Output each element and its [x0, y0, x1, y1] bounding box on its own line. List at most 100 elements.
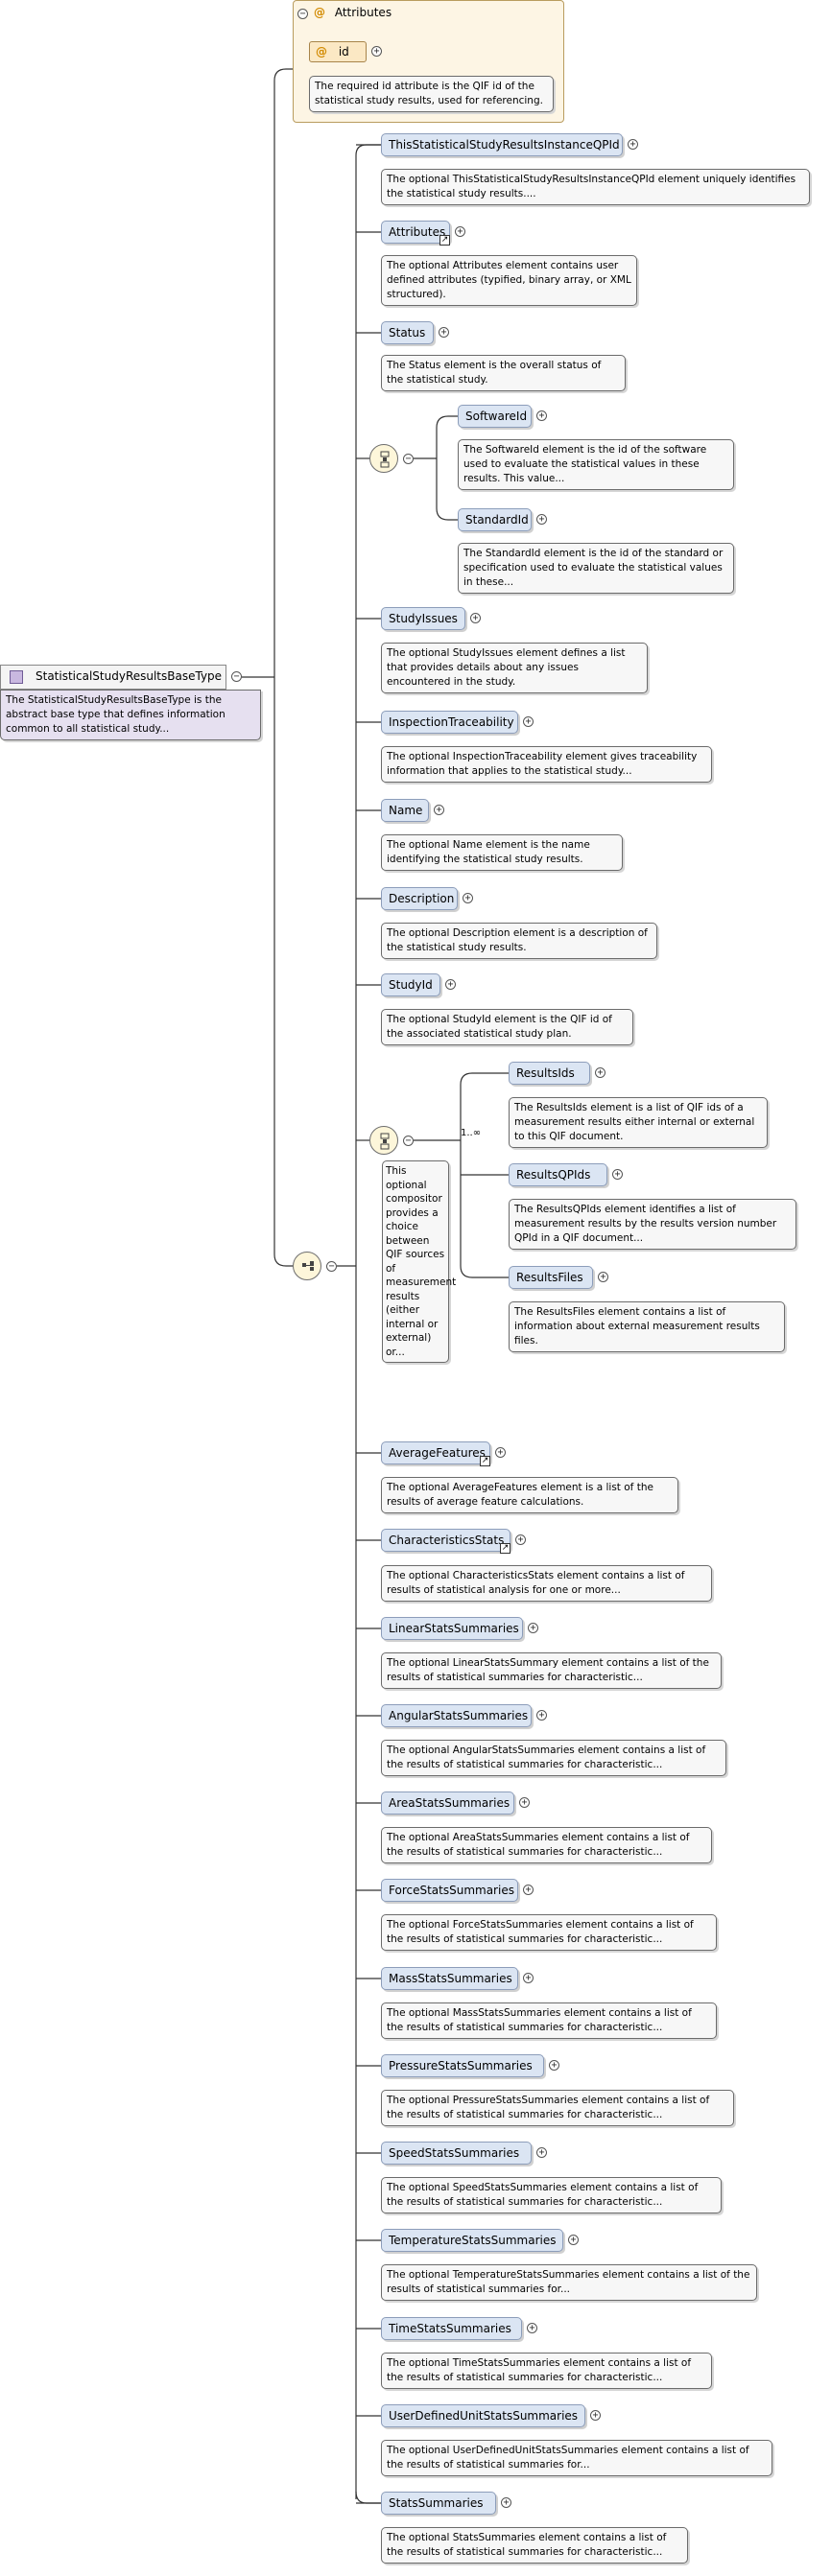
element-attributes[interactable]: Attributes: [381, 221, 450, 244]
element-linear-stats-summaries-doc: The optional LinearStatsSummary element …: [381, 1652, 722, 1689]
choice-1-collapse-toggle[interactable]: −: [403, 454, 414, 464]
element-attributes-expand-toggle[interactable]: +: [455, 226, 465, 237]
element-results-qpids[interactable]: ResultsQPIds: [509, 1163, 607, 1186]
element-study-id[interactable]: StudyId: [381, 973, 440, 996]
element-results-files-expand-toggle[interactable]: +: [598, 1272, 608, 1282]
element-speed-stats-summaries-expand-toggle[interactable]: +: [536, 2147, 547, 2158]
root-type-node[interactable]: StatisticalStudyResultsBaseType: [0, 665, 226, 690]
element-user-defined-unit-stats-summaries-doc: The optional UserDefinedUnitStatsSummari…: [381, 2440, 772, 2476]
element-user-defined-unit-stats-summaries-expand-toggle[interactable]: +: [590, 2410, 601, 2421]
attribute-at-icon: @: [316, 45, 327, 59]
element-study-id-doc: The optional StudyId element is the QIF …: [381, 1009, 633, 1045]
element-inspection-traceability[interactable]: InspectionTraceability: [381, 711, 518, 734]
root-to-sequence-line: [273, 677, 293, 1267]
element-speed-stats-summaries[interactable]: SpeedStatsSummaries: [381, 2142, 532, 2165]
attribute-at-icon: @: [314, 6, 325, 19]
element-characteristics-stats-expand-toggle[interactable]: +: [515, 1534, 526, 1545]
choice2-to-resultsids-line: [460, 1072, 509, 1140]
element-software-id-expand-toggle[interactable]: +: [536, 410, 547, 421]
element-name-doc: The optional Name element is the name id…: [381, 834, 623, 871]
element-temperature-stats-summaries-expand-toggle[interactable]: +: [568, 2235, 579, 2245]
element-average-features-expand-toggle[interactable]: +: [495, 1447, 506, 1458]
element-standard-id-expand-toggle[interactable]: +: [536, 514, 547, 525]
element-characteristics-stats[interactable]: CharacteristicsStats: [381, 1529, 510, 1552]
link-arrow-icon[interactable]: ↗: [480, 1456, 490, 1466]
attribute-id-expand-toggle[interactable]: +: [371, 46, 382, 57]
element-results-files[interactable]: ResultsFiles: [509, 1266, 593, 1289]
element-user-defined-unit-stats-summaries[interactable]: UserDefinedUnitStatsSummaries: [381, 2404, 585, 2427]
link-arrow-icon[interactable]: ↗: [439, 235, 450, 246]
element-angular-stats-summaries[interactable]: AngularStatsSummaries: [381, 1704, 532, 1727]
choice-doc: This optional compositor provides a choi…: [382, 1160, 456, 1363]
element-area-stats-summaries-expand-toggle[interactable]: +: [519, 1797, 530, 1808]
element-attributes-doc: The optional Attributes element contains…: [381, 255, 637, 306]
element-linear-stats-summaries[interactable]: LinearStatsSummaries: [381, 1617, 523, 1640]
sequence-top-curve: [355, 144, 381, 156]
choice-2-collapse-toggle[interactable]: −: [403, 1136, 414, 1146]
element-temperature-stats-summaries[interactable]: TemperatureStatsSummaries: [381, 2229, 563, 2252]
element-name-expand-toggle[interactable]: +: [434, 805, 444, 815]
element-stats-summaries-expand-toggle[interactable]: +: [501, 2497, 511, 2508]
element-software-id[interactable]: SoftwareId: [458, 405, 532, 428]
element-this-qpid-doc: The optional ThisStatisticalStudyResults…: [381, 169, 810, 205]
element-results-qpids-expand-toggle[interactable]: +: [612, 1169, 623, 1180]
element-results-ids[interactable]: ResultsIds: [509, 1062, 590, 1085]
root-collapse-toggle[interactable]: −: [231, 671, 242, 682]
sequence-collapse-toggle[interactable]: −: [326, 1261, 337, 1272]
element-description-doc: The optional Description element is a de…: [381, 923, 657, 959]
element-speed-stats-summaries-doc: The optional SpeedStatsSummaries element…: [381, 2177, 722, 2213]
element-stats-summaries-doc: The optional StatsSummaries element cont…: [381, 2527, 688, 2564]
element-mass-stats-summaries-doc: The optional MassStatsSummaries element …: [381, 2002, 717, 2039]
element-description[interactable]: Description: [381, 887, 458, 910]
element-study-id-expand-toggle[interactable]: +: [445, 979, 456, 990]
element-status[interactable]: Status: [381, 321, 434, 344]
element-angular-stats-summaries-expand-toggle[interactable]: +: [536, 1710, 547, 1721]
element-force-stats-summaries-expand-toggle[interactable]: +: [523, 1885, 534, 1895]
attributes-title: @ Attributes: [314, 6, 392, 19]
element-average-features[interactable]: AverageFeatures: [381, 1441, 490, 1464]
element-angular-stats-summaries-doc: The optional AngularStatsSummaries eleme…: [381, 1740, 726, 1776]
element-inspection-traceability-expand-toggle[interactable]: +: [523, 716, 534, 727]
element-temperature-stats-summaries-doc: The optional TemperatureStatsSummaries e…: [381, 2264, 757, 2301]
complex-type-icon: [10, 670, 23, 684]
choice1-to-softwareid-line: [436, 415, 458, 458]
element-mass-stats-summaries-expand-toggle[interactable]: +: [523, 1973, 534, 1983]
element-this-qpid[interactable]: ThisStatisticalStudyResultsInstanceQPId: [381, 133, 623, 156]
element-name[interactable]: Name: [381, 799, 429, 822]
choice1-to-standardid-line: [436, 458, 458, 521]
sequence-compositor-icon[interactable]: [293, 1252, 321, 1280]
element-results-files-doc: The ResultsFiles element contains a list…: [509, 1301, 785, 1352]
element-status-expand-toggle[interactable]: +: [439, 327, 449, 338]
root-to-attributes-line: [273, 68, 293, 677]
element-force-stats-summaries-doc: The optional ForceStatsSummaries element…: [381, 1914, 717, 1951]
element-study-issues-expand-toggle[interactable]: +: [470, 613, 481, 623]
element-time-stats-summaries[interactable]: TimeStatsSummaries: [381, 2317, 522, 2340]
element-mass-stats-summaries[interactable]: MassStatsSummaries: [381, 1967, 518, 1990]
sequence-bottom-curve: [355, 2491, 381, 2504]
attribute-id[interactable]: @ id: [309, 41, 367, 62]
element-results-ids-doc: The ResultsIds element is a list of QIF …: [509, 1097, 768, 1148]
element-linear-stats-summaries-expand-toggle[interactable]: +: [528, 1623, 538, 1633]
choice-compositor-icon-1[interactable]: [369, 444, 398, 473]
element-pressure-stats-summaries-expand-toggle[interactable]: +: [549, 2060, 559, 2071]
element-force-stats-summaries[interactable]: ForceStatsSummaries: [381, 1879, 518, 1902]
attributes-collapse-toggle[interactable]: −: [297, 9, 308, 19]
element-results-ids-expand-toggle[interactable]: +: [595, 1067, 605, 1078]
choice-compositor-icon-2[interactable]: [369, 1126, 398, 1155]
element-standard-id[interactable]: StandardId: [458, 508, 532, 531]
link-arrow-icon[interactable]: ↗: [500, 1543, 510, 1554]
element-stats-summaries[interactable]: StatsSummaries: [381, 2492, 496, 2515]
element-study-issues-doc: The optional StudyIssues element defines…: [381, 643, 648, 693]
element-study-issues[interactable]: StudyIssues: [381, 607, 465, 630]
attribute-id-label: id: [338, 45, 349, 59]
element-inspection-traceability-doc: The optional InspectionTraceability elem…: [381, 746, 712, 783]
element-pressure-stats-summaries[interactable]: PressureStatsSummaries: [381, 2054, 544, 2077]
element-description-expand-toggle[interactable]: +: [463, 893, 473, 903]
element-time-stats-summaries-expand-toggle[interactable]: +: [527, 2323, 537, 2333]
element-this-qpid-expand-toggle[interactable]: +: [628, 139, 638, 150]
element-area-stats-summaries[interactable]: AreaStatsSummaries: [381, 1791, 514, 1815]
element-time-stats-summaries-doc: The optional TimeStatsSummaries element …: [381, 2353, 712, 2389]
element-standard-id-doc: The StandardId element is the id of the …: [458, 543, 734, 594]
root-type-doc: The StatisticalStudyResultsBaseType is t…: [0, 690, 261, 740]
